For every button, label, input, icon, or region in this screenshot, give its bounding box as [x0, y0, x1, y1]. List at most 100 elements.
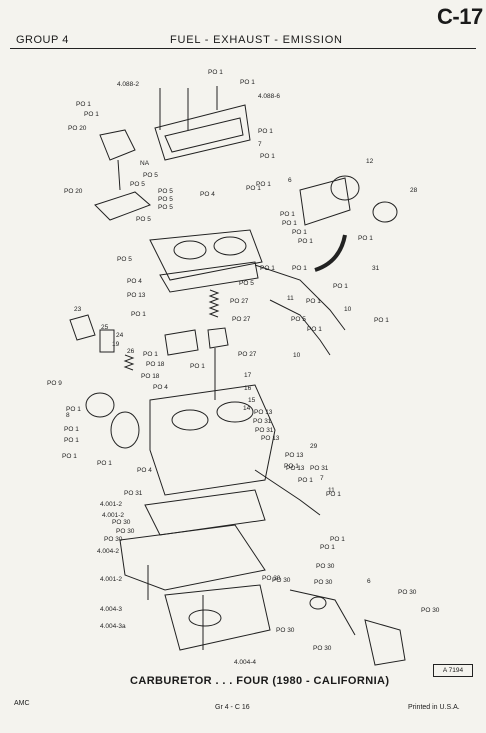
- spring-coil-shape: [309, 596, 327, 610]
- plunger-shape: [164, 329, 199, 356]
- part-callout-label: PO 1: [326, 491, 341, 498]
- part-callout-label: PO 27: [238, 351, 257, 358]
- part-callout-label: PO 1: [333, 283, 348, 290]
- part-callout-label: PO 1: [256, 181, 271, 188]
- part-callout-label: 4.001-2: [100, 501, 122, 508]
- part-callout-label: PO 13: [254, 409, 273, 416]
- part-callout-label: PO 1: [260, 265, 275, 272]
- cover-plate-inner-shape: [164, 117, 244, 153]
- air-horn-shape: [149, 229, 263, 281]
- spacer-shape: [99, 329, 115, 353]
- part-callout-label: PO 1: [246, 185, 261, 192]
- part-callout-label: PO 4: [200, 191, 215, 198]
- choke-housing-shape: [330, 175, 360, 201]
- part-callout-label: 26: [127, 348, 135, 355]
- cover-shape: [110, 411, 140, 449]
- part-callout-label: PO 4: [127, 278, 142, 285]
- part-callout-label: NA: [140, 160, 150, 167]
- bore-shape: [216, 401, 254, 423]
- bore-shape: [188, 609, 222, 627]
- part-callout-label: PO 20: [68, 125, 87, 132]
- part-callout-label: PO 4: [153, 384, 168, 391]
- part-callout-label: PO 5: [136, 216, 151, 223]
- part-callout-label: PO 5: [158, 204, 173, 211]
- part-callout-label: 7: [258, 141, 262, 148]
- part-callout-label: PO 1: [282, 220, 297, 227]
- part-callout-label: PO 30: [316, 563, 335, 570]
- group-heading: GROUP 4: [16, 34, 69, 46]
- part-callout-label: 11: [328, 487, 335, 494]
- gasket-shape: [144, 489, 266, 536]
- spring-shape: [208, 289, 220, 318]
- part-callout-label: PO 1: [64, 437, 79, 444]
- pulloff-shape: [99, 129, 136, 161]
- part-callout-label: PO 1: [260, 153, 275, 160]
- part-callout-label: PO 5: [158, 196, 173, 203]
- base-plate-shape: [164, 584, 271, 651]
- part-callout-label: 11: [287, 295, 294, 302]
- part-callout-label: PO 1: [64, 426, 79, 433]
- part-callout-label: PO 13: [261, 435, 280, 442]
- diagram-caption: CARBURETOR . . . FOUR (1980 - CALIFORNIA…: [130, 675, 390, 687]
- bore-shape: [171, 409, 209, 431]
- part-callout-label: PO 30: [272, 577, 291, 584]
- throttle-lever-shape: [289, 589, 356, 636]
- gasket-shape: [94, 191, 151, 221]
- part-callout-label: 24: [116, 332, 124, 339]
- part-callout-label: PO 31: [124, 490, 143, 497]
- part-callout-label: 4.004-2: [97, 548, 119, 555]
- part-callout-label: PO 1: [66, 406, 81, 413]
- part-callout-label: PO 1: [258, 128, 273, 135]
- spring-shape: [123, 354, 135, 371]
- part-callout-label: 4.004-3: [100, 606, 122, 613]
- part-callout-label: PO 1: [143, 351, 158, 358]
- bore-shape: [213, 236, 247, 256]
- part-callout-label: PO 1: [374, 317, 389, 324]
- part-callout-label: PO 1: [330, 536, 345, 543]
- part-callout-label: PO 30: [421, 607, 440, 614]
- part-callout-label: PO 1: [62, 453, 77, 460]
- part-callout-label: PO 1: [84, 111, 99, 118]
- part-callout-label: PO 1: [190, 363, 205, 370]
- bore-shape: [173, 240, 207, 260]
- part-callout-label: PO 1: [307, 326, 322, 333]
- footer-brand: AMC: [14, 700, 30, 707]
- part-callout-label: PO 31: [310, 465, 329, 472]
- throttle-lever-shape: [364, 619, 406, 666]
- cover-plate-shape: [154, 104, 251, 161]
- part-callout-label: PO 1: [298, 477, 313, 484]
- part-callout-label: PO 30: [314, 579, 333, 586]
- part-callout-label: PO 1: [358, 235, 373, 242]
- part-callout-label: PO 27: [230, 298, 249, 305]
- linkage-rod-shape: [254, 264, 346, 331]
- part-callout-label: 8: [66, 412, 70, 419]
- main-body-shape: [149, 384, 276, 496]
- part-callout-label: PO 31: [253, 418, 272, 425]
- part-callout-label: PO 1: [284, 463, 299, 470]
- part-callout-label: 10: [344, 306, 352, 313]
- part-callout-label: 6: [367, 578, 371, 585]
- part-callout-label: 19: [112, 341, 120, 348]
- part-callout-label: PO 9: [47, 380, 62, 387]
- part-callout-label: 10: [293, 352, 301, 359]
- tube-shape: [254, 469, 321, 516]
- part-callout-label: PO 1: [292, 229, 307, 236]
- choke-body-shape: [299, 177, 351, 226]
- part-callout-label: PO 30: [104, 536, 123, 543]
- part-callout-label: 4.004-3a: [100, 623, 126, 630]
- part-callout-label: PO 13: [285, 452, 304, 459]
- part-callout-label: 15: [248, 397, 256, 404]
- part-callout-label: PO 1: [208, 69, 223, 76]
- reference-code: A 7194: [433, 664, 473, 677]
- part-callout-label: 4.004-4: [234, 659, 256, 666]
- part-callout-label: PO 5: [239, 280, 254, 287]
- footer-page-ref: Gr 4 - C 16: [215, 704, 250, 711]
- throttle-body-shape: [119, 524, 266, 591]
- hose-shape: [314, 234, 347, 272]
- part-callout-label: PO 30: [398, 589, 417, 596]
- part-callout-label: 23: [74, 306, 82, 313]
- part-callout-label: PO 30: [313, 645, 332, 652]
- part-callout-label: PO 4: [137, 467, 152, 474]
- part-callout-label: PO 31: [255, 427, 274, 434]
